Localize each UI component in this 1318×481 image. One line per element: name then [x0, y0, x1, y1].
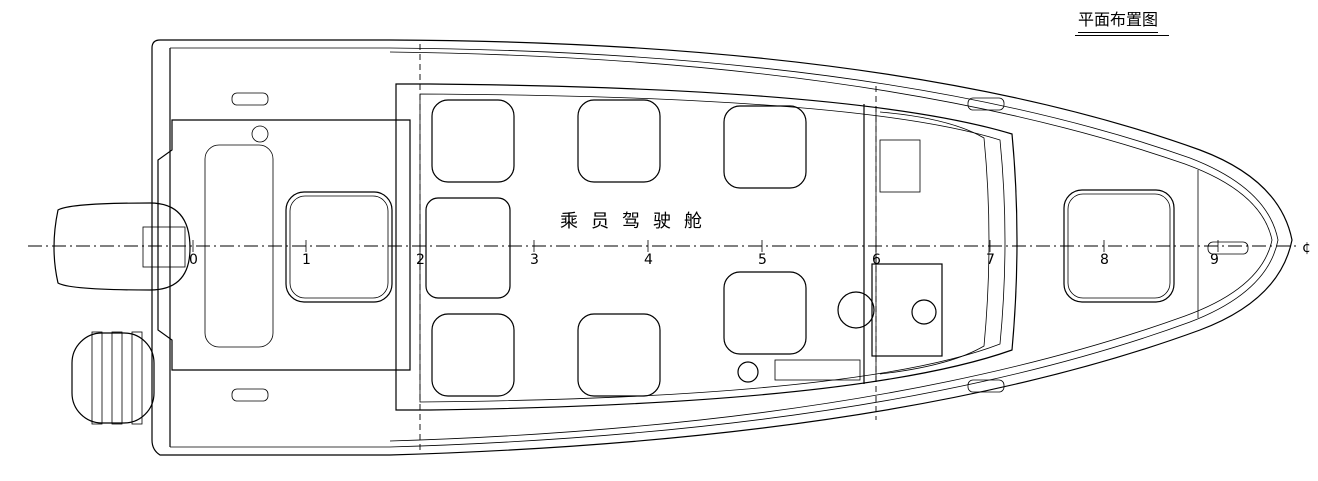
fuel-cap — [251, 125, 269, 143]
steering-wheel — [837, 291, 875, 329]
cleat-aft-stbd — [231, 388, 269, 402]
throttle-base — [774, 359, 861, 381]
cleat-fwd-port — [967, 97, 1005, 111]
hull-rubbing-strake — [389, 51, 1273, 442]
drawing-title: 平面布置图 — [1078, 6, 1159, 33]
cabin-inner — [419, 93, 1006, 403]
station-8: 8 — [1100, 252, 1109, 268]
compass — [911, 299, 937, 325]
seat-2 — [577, 99, 661, 183]
bow-cleat — [1207, 241, 1249, 255]
station-2: 2 — [416, 252, 425, 268]
centerline-symbol: ¢ — [1302, 240, 1311, 256]
fender-3 — [131, 331, 143, 425]
fender-2 — [111, 331, 123, 425]
outboard-cowl — [142, 226, 186, 268]
cleat-aft-port — [231, 92, 269, 106]
outboard-motor — [53, 202, 191, 291]
seat-4 — [431, 313, 515, 397]
hull-outline — [151, 39, 1293, 456]
cabin-label: 乘员驾驶舱 — [560, 211, 715, 232]
aft-hatch — [285, 191, 393, 303]
fender-rack — [71, 332, 155, 424]
seat-3 — [723, 105, 807, 189]
station-3: 3 — [530, 252, 539, 268]
dashboard — [871, 263, 943, 357]
aft-hatch-inner — [289, 195, 389, 299]
stern-well — [157, 119, 411, 371]
station-0: 0 — [189, 252, 198, 268]
throttle — [737, 361, 759, 383]
station-5: 5 — [758, 252, 767, 268]
seat-6 — [723, 271, 807, 355]
hull-inner-outline — [170, 47, 1279, 448]
station-1: 1 — [302, 252, 311, 268]
station-9: 9 — [1210, 252, 1219, 268]
bench-seat — [425, 197, 511, 299]
seat-5 — [577, 313, 661, 397]
electronics-box — [879, 139, 921, 193]
cleat-fwd-stbd — [967, 379, 1005, 393]
cabin-outline — [395, 83, 1018, 411]
station-6: 6 — [872, 252, 881, 268]
fender-1 — [91, 331, 103, 425]
windshield — [879, 111, 990, 375]
station-ticks — [192, 240, 1219, 252]
title-underline — [1075, 35, 1169, 36]
station-4: 4 — [644, 252, 653, 268]
seat-1 — [431, 99, 515, 183]
station-7: 7 — [986, 252, 995, 268]
